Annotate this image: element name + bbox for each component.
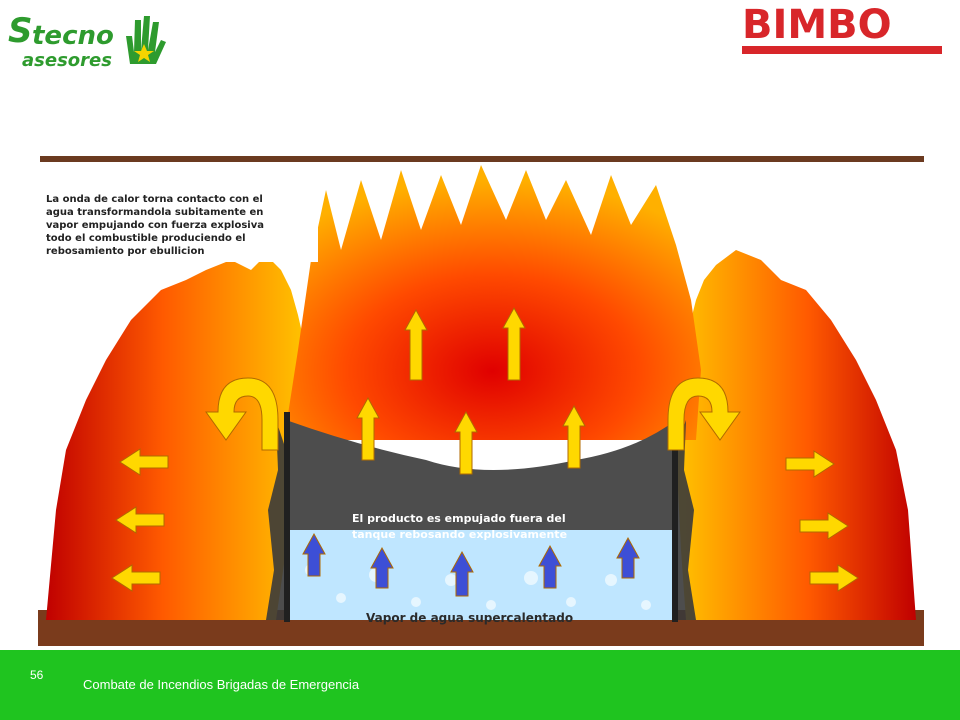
logo-line2: asesores [22,50,112,70]
bimbo-wordmark: BIMBO [742,2,892,48]
left-arrow-3 [111,564,161,592]
hand-icon [126,16,166,64]
curved-arrow-left [205,377,279,451]
up-arrow-mid-3 [562,404,586,469]
steam-label: Vapor de agua supercalentado [366,611,573,625]
note-line-1: La onda de calor torna contacto con el [46,194,263,205]
up-arrow-top-2 [502,306,526,381]
steam-arrow-3 [450,550,474,597]
up-arrow-mid-1 [356,396,380,461]
product-line-2: tanque rebosando explosivamente [352,528,567,541]
logo-line1: tecno [32,21,114,51]
curved-arrow-right [667,377,741,451]
center-flames [284,165,701,440]
steam-arrow-2 [370,546,394,589]
footer-bar [0,650,960,720]
bimbo-logo: BIMBO [742,2,942,54]
logo-mark: S [8,11,33,51]
tank-water [286,530,676,620]
tecno-asesores-logo: S tecno asesores [8,11,166,70]
left-arrow-1 [119,448,169,476]
right-arrow-1 [785,450,835,478]
steam-arrow-5 [616,536,640,579]
up-arrow-mid-2 [454,410,478,475]
note-box [38,180,318,262]
left-arrow-2 [115,506,165,534]
left-smoke [266,420,298,620]
boilover-diagram: La onda de calor torna contacto con el a… [38,156,924,646]
right-arrow-3 [809,564,859,592]
note-line-2: agua transformandola subitamente en [46,207,263,218]
tank-left-wall [284,412,290,622]
right-smoke [664,420,696,620]
up-arrow-top-1 [404,308,428,381]
note-line-5: rebosamiento por ebullicion [46,246,204,257]
product-line-1: El producto es empujado fuera del [352,512,566,525]
footer-text: Combate de Incendios Brigadas de Emergen… [83,677,360,692]
note-text: La onda de calor torna contacto con el a… [46,194,264,257]
steam-arrow-4 [538,544,562,589]
note-line-3: vapor empujando con fuerza explosiva [46,220,264,231]
arrows-group [111,306,859,597]
right-flames [676,250,916,620]
left-flames [46,255,306,620]
page-number: 56 [30,668,44,682]
tank-right-wall [672,412,678,622]
bimbo-underline [742,46,942,54]
right-arrow-2 [799,512,849,540]
note-line-4: todo el combustible produciendo el [46,233,246,244]
top-bar [40,156,924,162]
steam-arrow-1 [302,532,326,577]
